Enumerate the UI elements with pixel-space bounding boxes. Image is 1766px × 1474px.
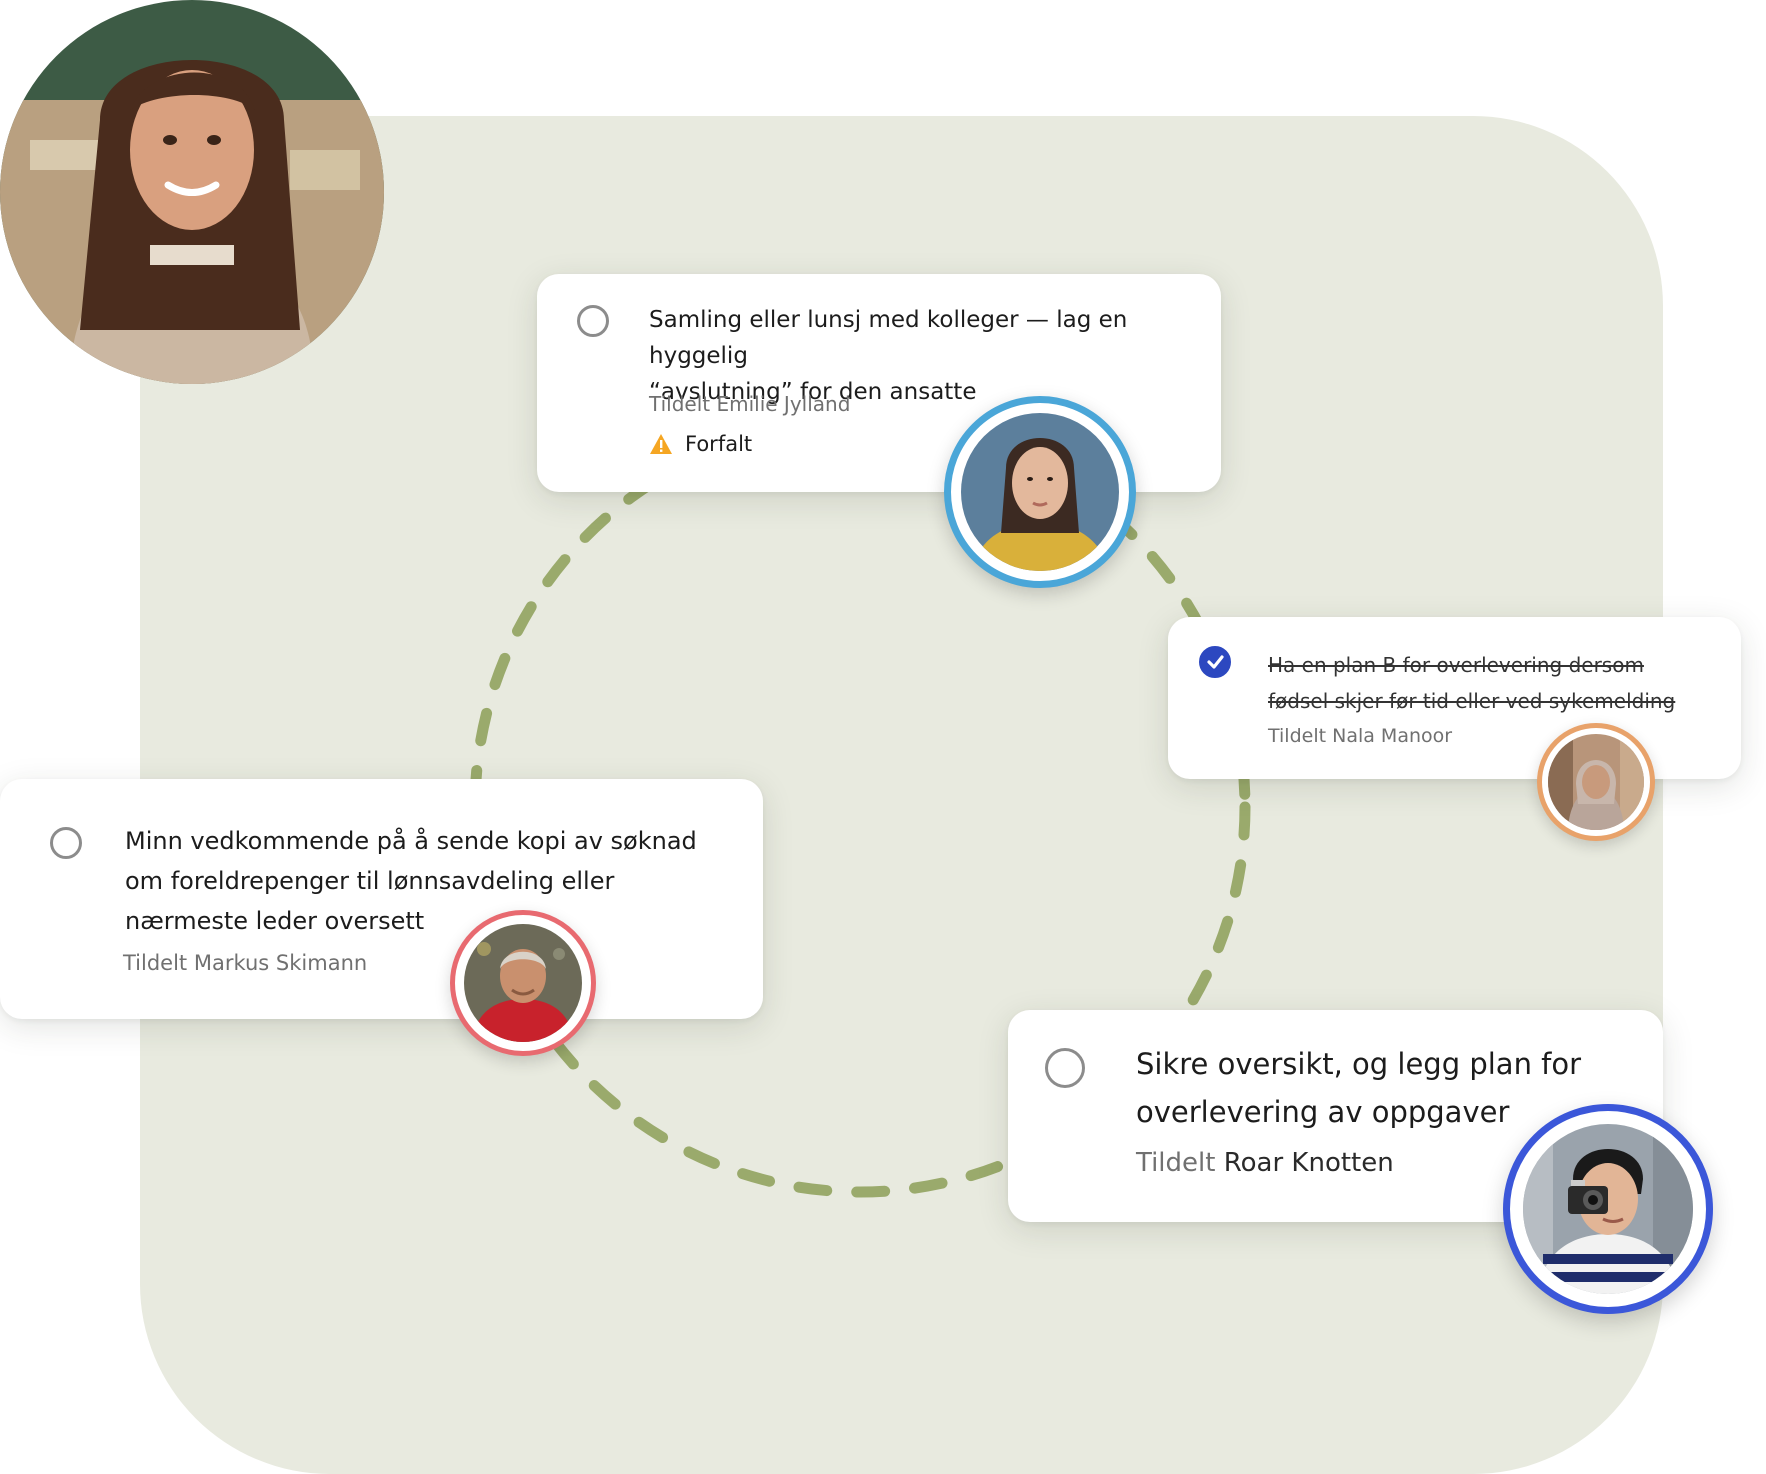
task-title-line: Sikre oversikt, og legg plan for	[1136, 1047, 1582, 1081]
assigned-prefix: Tildelt	[1136, 1148, 1216, 1178]
main-profile-photo	[0, 0, 384, 384]
task-checkbox[interactable]	[1045, 1048, 1085, 1088]
assignee-avatar-1[interactable]	[944, 396, 1136, 588]
assignee-name: Emilie Jylland	[716, 392, 851, 416]
task-title-line: Minn vedkommende på å sende kopi av søkn…	[125, 827, 697, 855]
task-assignee: Tildelt Nala Manoor	[1268, 725, 1452, 747]
task-checkbox-checked[interactable]	[1199, 646, 1231, 678]
task-assignee: Tildelt Emilie Jylland	[649, 392, 850, 416]
status-badge: Forfalt	[649, 432, 752, 456]
task-title-line: Samling eller lunsj med kolleger — lag e…	[649, 307, 1128, 369]
task-assignee: Tildelt Roar Knotten	[1136, 1148, 1394, 1178]
warning-triangle-icon	[650, 434, 672, 454]
checkmark-icon	[1207, 655, 1224, 669]
assignee-name: Markus Skimann	[193, 951, 368, 975]
task-title-line: fødsel skjer før tid eller ved sykemeldi…	[1268, 689, 1676, 713]
task-card-3[interactable]: Minn vedkommende på å sende kopi av søkn…	[0, 779, 763, 1019]
task-title-line: Ha en plan B for overlevering dersom	[1268, 653, 1644, 677]
task-title-line: “avslutning” for den ansatte	[649, 379, 977, 405]
task-title: Ha en plan B for overlevering dersom fød…	[1268, 647, 1675, 719]
assignee-name: Nala Manoor	[1332, 725, 1453, 747]
task-card-2[interactable]: Ha en plan B for overlevering dersom fød…	[1168, 617, 1741, 779]
task-title: Sikre oversikt, og legg plan for overlev…	[1136, 1040, 1581, 1136]
task-checkbox[interactable]	[50, 827, 82, 859]
assignee-avatar-2[interactable]	[1537, 723, 1655, 841]
assigned-prefix: Tildelt	[649, 392, 711, 416]
task-title: Samling eller lunsj med kolleger — lag e…	[649, 302, 1221, 410]
assigned-prefix: Tildelt	[123, 951, 188, 975]
task-title-line: om foreldrepenger til lønnsavdeling elle…	[125, 867, 615, 895]
assignee-avatar-4[interactable]	[1503, 1104, 1713, 1314]
status-text: Forfalt	[685, 432, 753, 456]
task-card-1[interactable]: Samling eller lunsj med kolleger — lag e…	[537, 274, 1221, 492]
task-assignee: Tildelt Markus Skimann	[123, 951, 367, 975]
assignee-avatar-3[interactable]	[450, 910, 596, 1056]
assignee-name: Roar Knotten	[1223, 1148, 1394, 1178]
task-title-line: overlevering av oppgaver	[1136, 1095, 1510, 1129]
task-title: Minn vedkommende på å sende kopi av søkn…	[125, 821, 697, 941]
task-title-line: nærmeste leder oversett	[125, 907, 425, 935]
task-checkbox[interactable]	[577, 305, 609, 337]
assigned-prefix: Tildelt	[1268, 725, 1327, 747]
